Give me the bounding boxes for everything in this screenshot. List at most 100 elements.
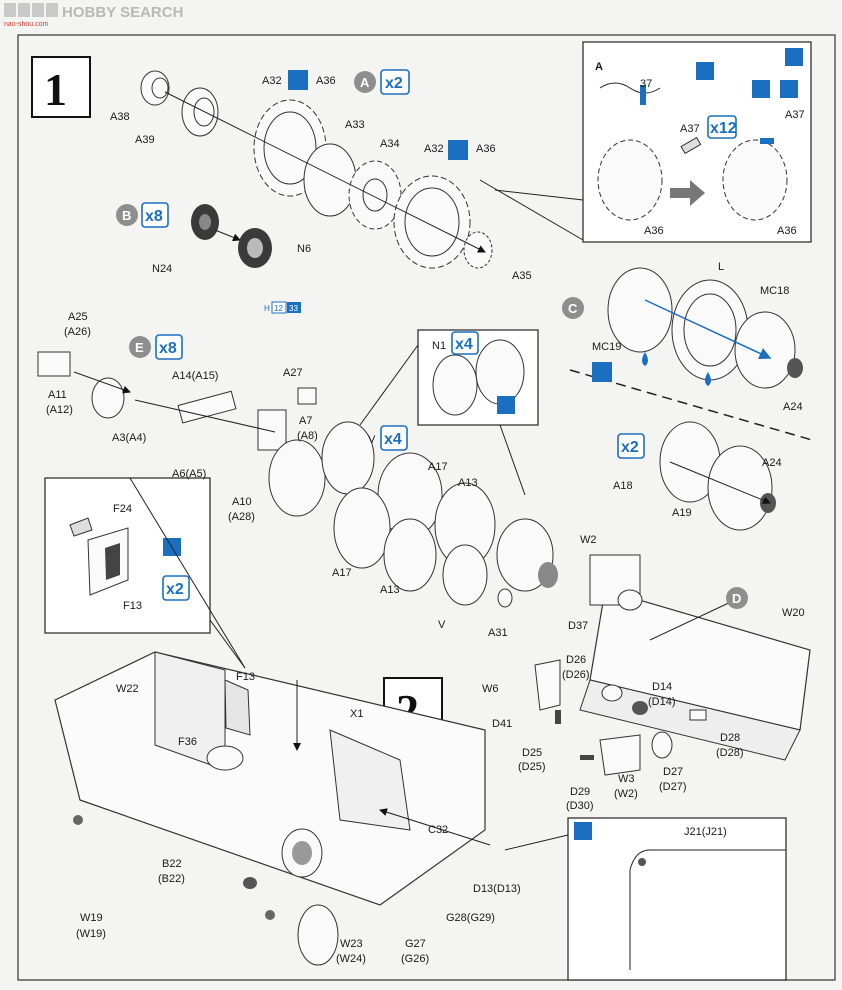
label: A27 <box>283 367 303 379</box>
label: (A26) <box>64 326 91 338</box>
label: A36 <box>476 143 496 155</box>
inset-j21 <box>567 817 787 981</box>
label: (B22) <box>158 873 185 885</box>
svg-text:x4: x4 <box>455 336 473 353</box>
suspension-assembly <box>37 351 558 608</box>
label: (D30) <box>566 800 594 812</box>
label: (W19) <box>76 928 106 940</box>
svg-text:x2: x2 <box>385 75 403 92</box>
label: A32 <box>262 75 282 87</box>
svg-text:A: A <box>360 75 370 90</box>
label: A37 <box>785 109 805 121</box>
svg-text:x12: x12 <box>710 120 737 137</box>
label: A13 <box>380 584 400 596</box>
label: F13 <box>123 600 142 612</box>
label: A38 <box>110 111 130 123</box>
label: A39 <box>135 134 155 146</box>
qty-x2-c: x2 <box>617 433 645 459</box>
logo-site: nao-shou.com <box>4 21 49 28</box>
qty-x2-f: x2 <box>162 575 190 601</box>
label: A7 <box>299 415 312 427</box>
label: (D26) <box>562 669 590 681</box>
svg-text:x2: x2 <box>166 581 184 598</box>
qty-x2-a: x2 <box>380 69 410 95</box>
qty-x12-inset: x12 <box>707 115 737 139</box>
glue-drop-icon <box>642 352 648 366</box>
label: F36 <box>178 736 197 748</box>
svg-text:x8: x8 <box>145 208 163 225</box>
label: (G26) <box>401 953 429 965</box>
page-frame <box>17 34 836 981</box>
label: F13 <box>236 671 255 683</box>
label: (W24) <box>336 953 366 965</box>
label: W20 <box>782 607 805 619</box>
hobby-search-logo: HOBBY SEARCH nao-shou.com <box>4 3 183 28</box>
qty-x8-e: x8 <box>155 334 183 360</box>
svg-text:E: E <box>135 340 144 355</box>
sprocket-assembly <box>140 70 493 269</box>
label: A36 <box>644 225 664 237</box>
svg-text:x2: x2 <box>621 439 639 456</box>
label: MC19 <box>592 341 621 353</box>
idler-wheel-alt <box>659 421 776 531</box>
svg-text:12: 12 <box>274 304 283 313</box>
label: C32 <box>428 824 448 836</box>
svg-text:D: D <box>732 591 741 606</box>
label: V <box>368 434 376 446</box>
label: D14 <box>652 681 672 693</box>
label: D26 <box>566 654 586 666</box>
step-1-number: 1 <box>44 64 67 115</box>
label: A18 <box>613 480 633 492</box>
label: A36 <box>777 225 797 237</box>
label: G28(G29) <box>446 912 495 924</box>
label: (D27) <box>659 781 687 793</box>
label: D41 <box>492 718 512 730</box>
label: A33 <box>345 119 365 131</box>
label: D25 <box>522 747 542 759</box>
label: A11 <box>48 389 67 401</box>
label: (D14) <box>648 696 676 708</box>
svg-text:H: H <box>264 304 270 313</box>
label: (D28) <box>716 747 744 759</box>
inset-letter: A <box>595 61 603 73</box>
label: W23 <box>340 938 363 950</box>
label: W2 <box>580 534 597 546</box>
label: (W2) <box>614 788 638 800</box>
label: L <box>718 261 724 273</box>
label: D13(D13) <box>473 883 521 895</box>
label: W3 <box>618 773 635 785</box>
inset-f24 <box>44 477 211 634</box>
label: A10 <box>232 496 252 508</box>
glue-drop-icon <box>705 372 711 386</box>
label: A34 <box>380 138 400 150</box>
label: X1 <box>350 708 363 720</box>
symmetry-icon <box>592 362 612 382</box>
paint-reference: H 12 33 <box>264 301 301 314</box>
qty-x4-v: x4 <box>380 425 408 451</box>
qty-x4-n1: x4 <box>451 331 479 355</box>
part-labels: A38 A39 A32 A36 A33 A34 A32 A36 A35 N24 … <box>46 75 805 965</box>
label: B22 <box>162 858 182 870</box>
badge-c: C <box>562 297 584 319</box>
label: (D25) <box>518 761 546 773</box>
logo-brand: HOBBY SEARCH <box>62 4 183 21</box>
symmetry-icon <box>448 140 468 160</box>
label: A6(A5) <box>172 468 206 480</box>
label: 37 <box>640 78 652 90</box>
label: (A28) <box>228 511 255 523</box>
label: J21(J21) <box>684 826 727 838</box>
label: A25 <box>68 311 88 323</box>
idler-wheel-c <box>607 267 803 389</box>
road-wheel-b <box>191 204 272 268</box>
badge-e: E <box>129 336 151 358</box>
label: A17 <box>332 567 352 579</box>
label: A35 <box>512 270 532 282</box>
label: V <box>438 619 446 631</box>
symmetry-icon <box>288 70 308 90</box>
svg-text:x4: x4 <box>384 431 402 448</box>
label: N1 <box>432 340 446 352</box>
label: N24 <box>152 263 172 275</box>
label: D29 <box>570 786 590 798</box>
label: A14(A15) <box>172 370 218 382</box>
